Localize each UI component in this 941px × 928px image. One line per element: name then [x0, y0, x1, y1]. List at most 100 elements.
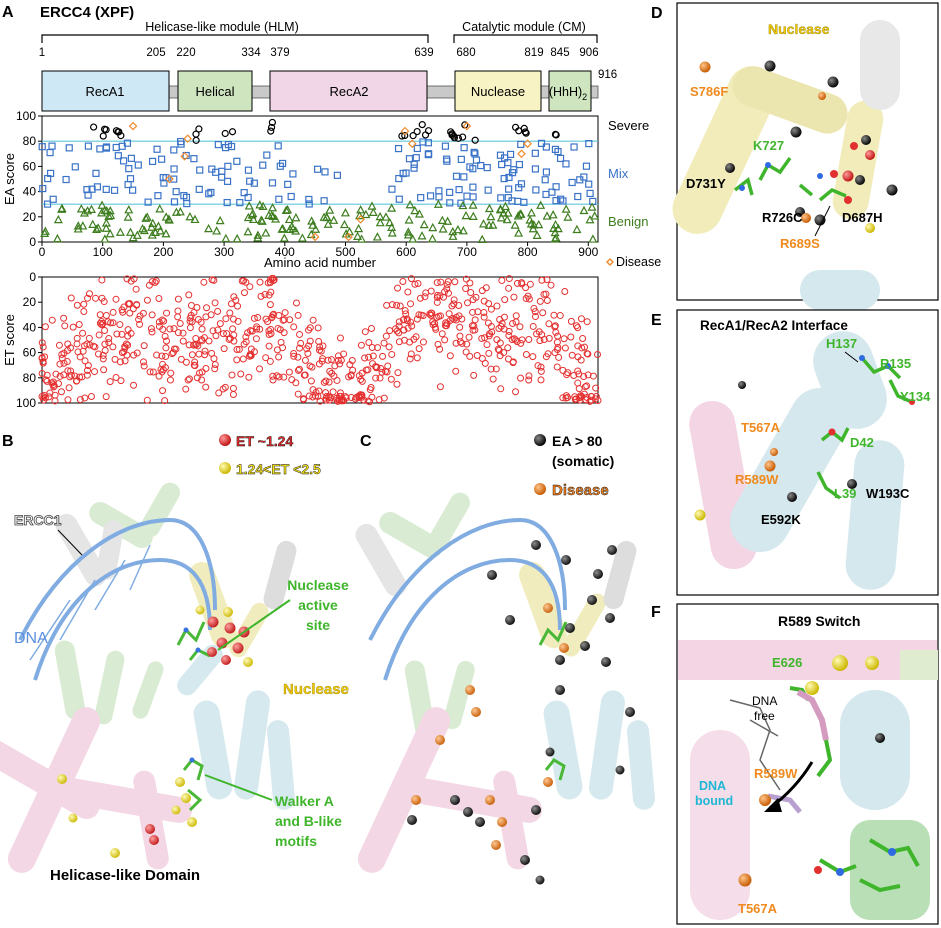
data-point [494, 345, 502, 353]
data-point [322, 389, 330, 397]
data-point [552, 183, 560, 191]
data-point [174, 307, 182, 315]
switch-title: R589 Switch [778, 613, 860, 629]
data-point [463, 299, 471, 307]
data-point [75, 320, 83, 328]
ercc1-pointer [57, 529, 83, 556]
data-point [81, 394, 89, 402]
data-point [78, 373, 86, 381]
tick-819: 819 [524, 47, 543, 59]
data-point [225, 335, 233, 343]
data-point [201, 351, 209, 359]
data-point [107, 319, 115, 327]
data-point [498, 160, 506, 169]
data-point [516, 209, 526, 218]
data-point [229, 384, 237, 392]
data-point [551, 322, 559, 330]
data-point [267, 123, 276, 132]
data-point [269, 372, 277, 380]
data-point [194, 316, 202, 324]
data-point [355, 372, 363, 380]
data-point [393, 301, 401, 309]
data-point [112, 374, 120, 382]
data-point [207, 188, 215, 197]
domain-recA1: RecA1 [41, 70, 170, 112]
data-point [330, 372, 338, 380]
domain-label: Nuclease [471, 84, 525, 99]
data-point [498, 276, 506, 284]
structure-d [672, 20, 900, 310]
data-point [387, 228, 397, 237]
data-point [76, 204, 86, 213]
data-point [39, 343, 47, 351]
data-point [544, 350, 552, 358]
data-point [39, 359, 47, 367]
data-point [547, 281, 555, 289]
data-point [250, 314, 258, 322]
data-point [576, 176, 584, 184]
data-point [209, 327, 217, 335]
data-point [471, 316, 479, 324]
data-point [367, 324, 375, 332]
data-point [184, 376, 192, 384]
data-point [294, 390, 302, 398]
data-point [525, 336, 533, 344]
data-point [285, 224, 295, 233]
y-axis-label: ET score [2, 314, 17, 366]
data-point [214, 141, 222, 149]
data-point [49, 381, 57, 389]
data-point [161, 332, 169, 340]
data-point [579, 335, 587, 343]
data-point [130, 351, 138, 359]
data-point [89, 123, 98, 131]
data-point [498, 319, 506, 327]
data-point [458, 200, 468, 210]
data-point [450, 296, 458, 304]
data-point [309, 316, 317, 324]
data-point [144, 198, 152, 206]
data-point [105, 228, 115, 238]
data-point [268, 203, 278, 212]
ercc1-label: ERCC1 [14, 512, 62, 528]
data-point [140, 362, 148, 370]
category-label: Severe [608, 118, 649, 133]
data-point [274, 142, 282, 150]
data-point [211, 365, 219, 373]
h137-pointer [844, 351, 859, 363]
data-point [172, 188, 180, 196]
data-point [543, 276, 551, 284]
data-point [447, 128, 455, 136]
residue-R589W: R589W [735, 472, 779, 487]
panel-label-d: D [651, 5, 663, 22]
data-point [292, 299, 300, 307]
data-point [431, 320, 439, 328]
structure-c [355, 492, 655, 885]
data-point [290, 349, 298, 357]
data-point [427, 233, 437, 243]
data-point [512, 336, 520, 344]
data-point [237, 370, 245, 378]
data-point [132, 230, 142, 239]
data-point [329, 215, 339, 224]
data-point [585, 180, 593, 188]
data-point [505, 332, 513, 340]
data-point [258, 201, 268, 210]
data-point [113, 330, 121, 338]
data-point [401, 131, 409, 140]
data-point [556, 154, 565, 163]
data-point [296, 344, 304, 352]
data-point [118, 142, 126, 150]
data-point [267, 288, 275, 296]
data-point [469, 193, 477, 201]
data-point [303, 345, 311, 353]
data-point [531, 313, 539, 321]
data-point [99, 355, 107, 363]
y-tick-label: 80 [23, 134, 37, 148]
nuclease-title: Nuclease [768, 21, 830, 37]
data-point [163, 309, 171, 317]
data-point [434, 340, 442, 348]
data-point [100, 234, 110, 243]
data-point [416, 294, 424, 302]
data-point [354, 223, 364, 233]
